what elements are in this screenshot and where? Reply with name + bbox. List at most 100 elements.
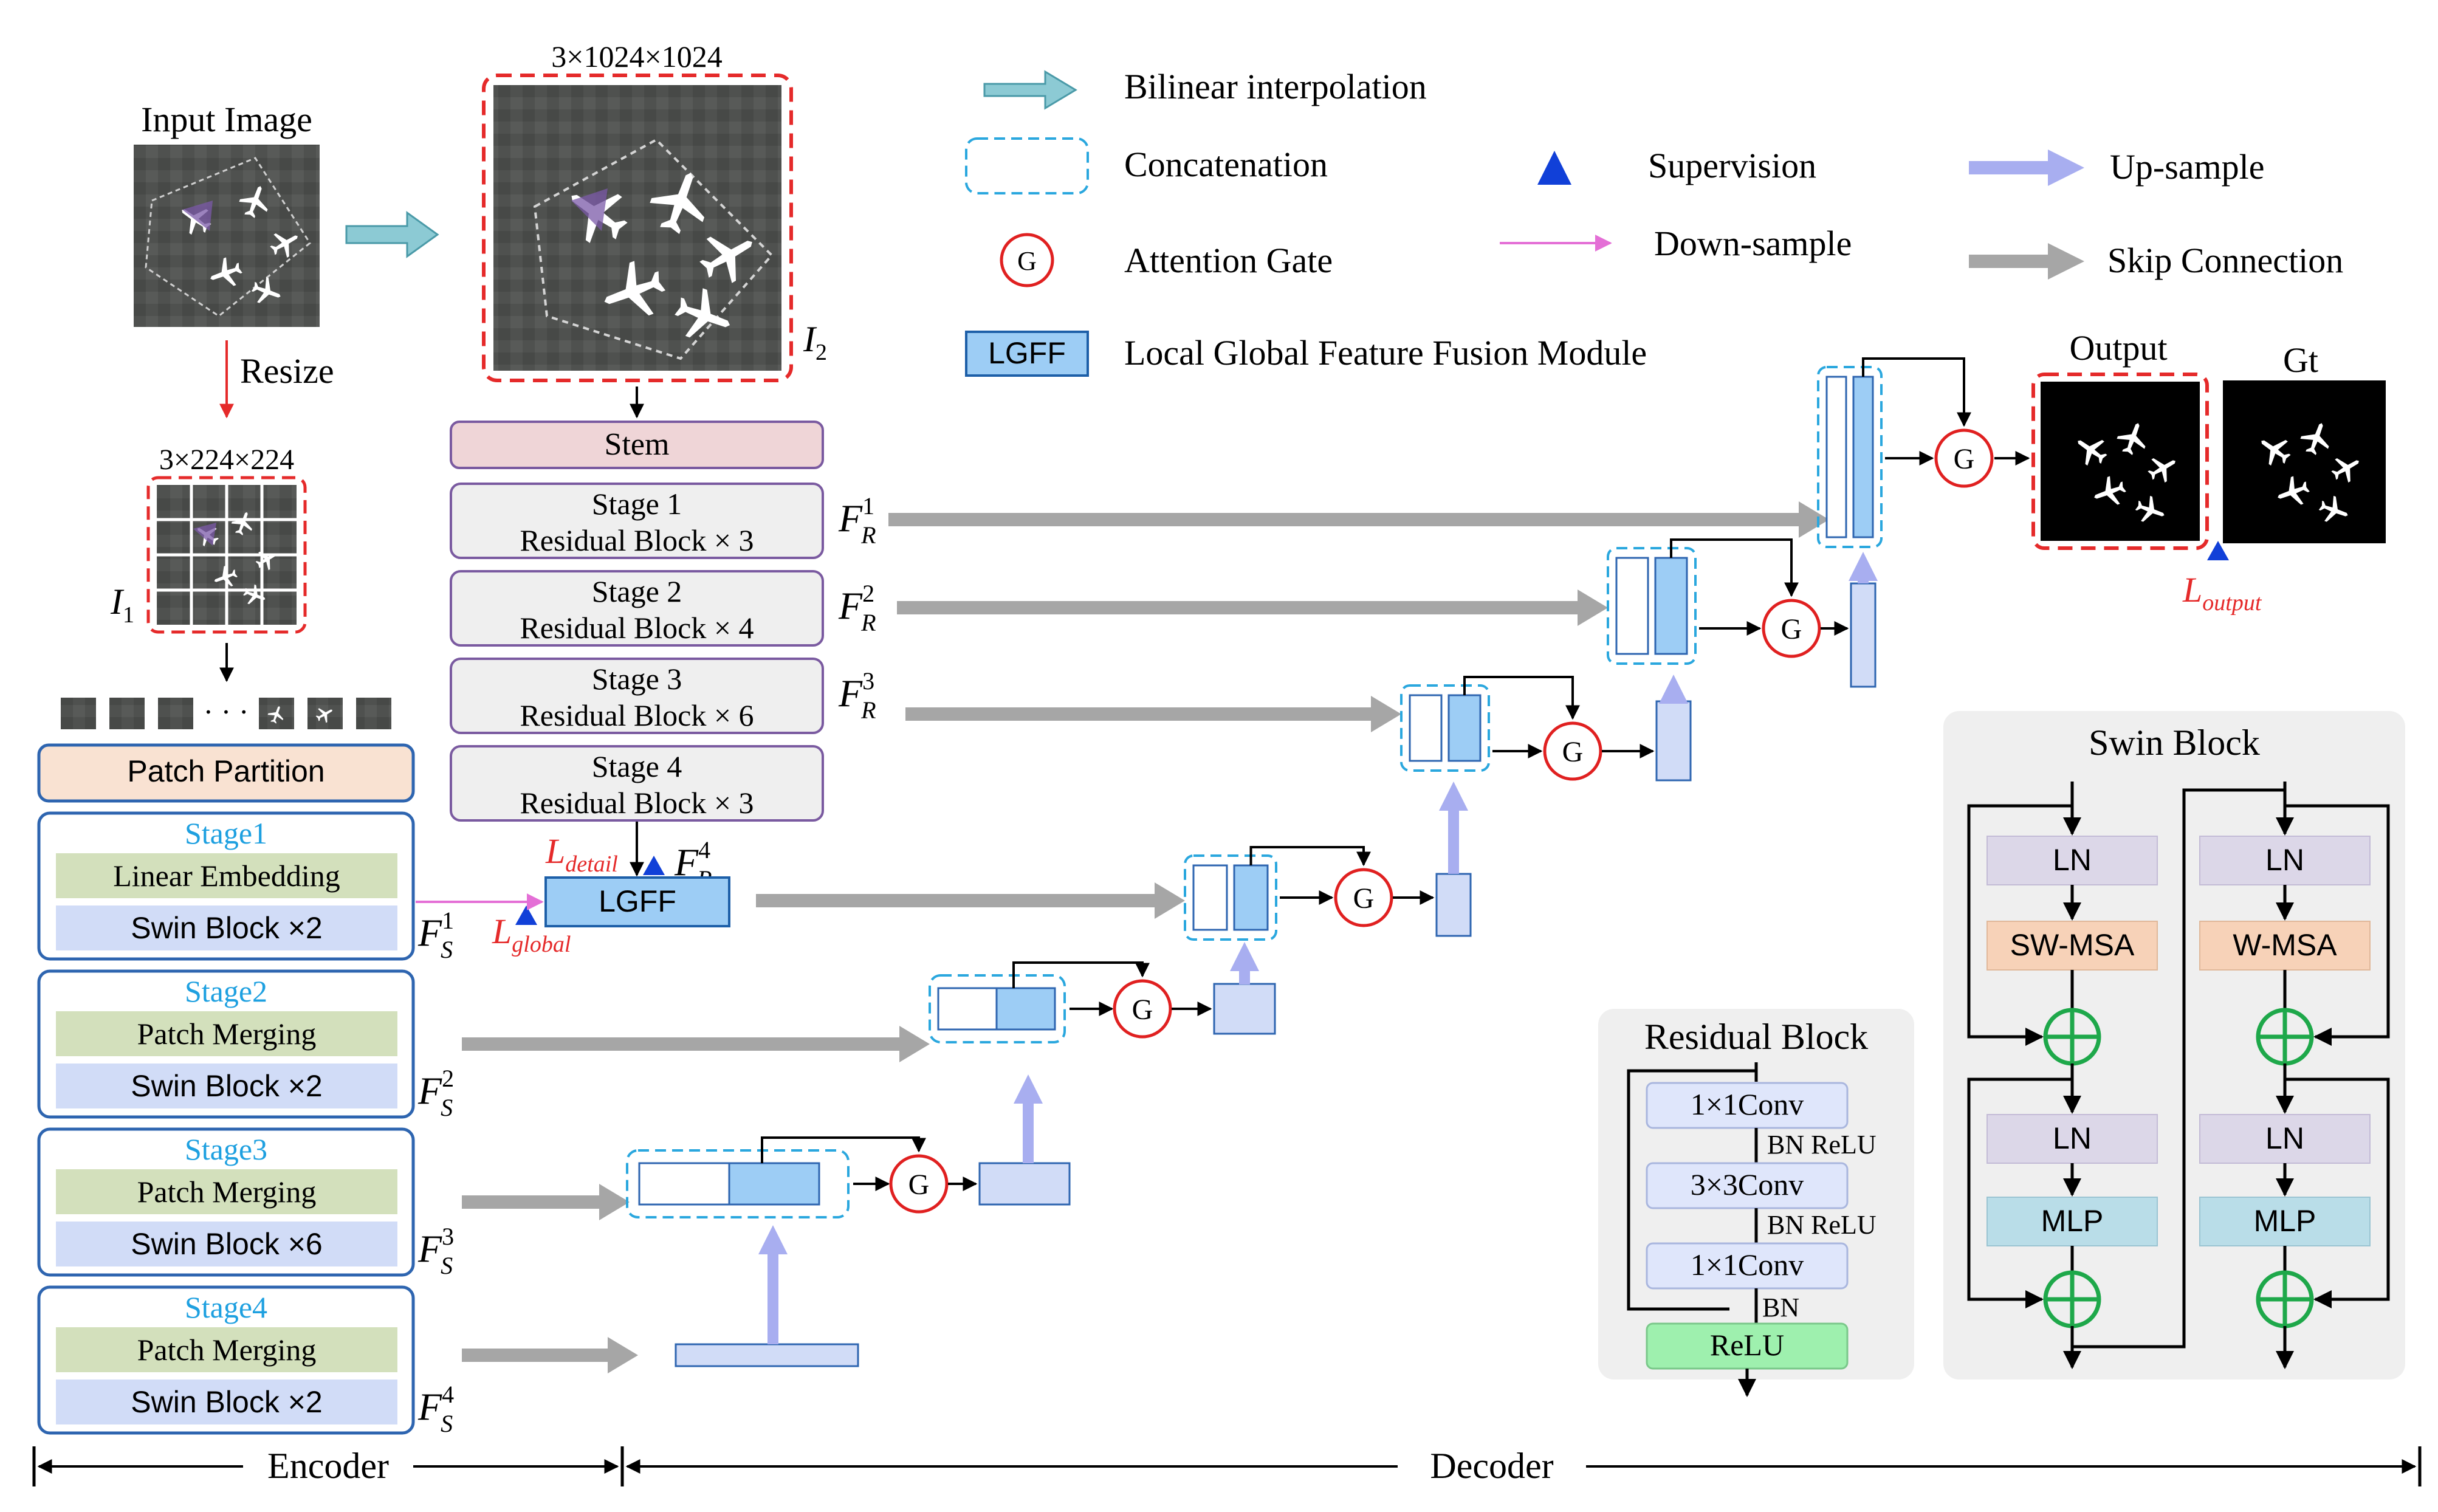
output-title: Output [2069, 328, 2167, 368]
level-2-right-feature [995, 987, 1056, 1031]
legend: Bilinear interpolation Concatenation G A… [965, 67, 2343, 377]
rb-conv2-box [1646, 1162, 1849, 1209]
w-ln2-box [2199, 1114, 2371, 1164]
label-part: 2 [862, 580, 874, 607]
w-res2 [2285, 1077, 2390, 1308]
label-part: F [838, 672, 863, 715]
level-2-output [1213, 983, 1276, 1035]
resnet-stage-3-name: Stage 3 [592, 662, 682, 696]
gt-title: Gt [2283, 340, 2318, 380]
level-6-right-feature [1852, 376, 1874, 538]
swin-column-link [2072, 788, 2285, 1349]
small-image-frame [146, 476, 307, 634]
legend-supervision-label: Supervision [1648, 146, 1816, 185]
label-part: F [417, 911, 442, 954]
output-mask [2041, 382, 2200, 541]
label-part: F [417, 1385, 442, 1428]
level-1-right-feature [728, 1162, 820, 1206]
level-6-gate-symbol: G [1954, 443, 1975, 475]
swin-stage-1-op: Linear Embedding [113, 859, 340, 893]
input-image [134, 145, 320, 327]
supervision-icon [1537, 151, 1571, 185]
rb-conv3-box [1646, 1242, 1849, 1290]
level-3-gate-link [1249, 846, 1371, 867]
swin-stage-4-name: Stage4 [185, 1290, 267, 1324]
skip-fs2-head [899, 1026, 930, 1062]
level-3-output [1435, 873, 1472, 937]
w-ln1-box [2199, 836, 2371, 885]
skip-fs4-head [608, 1337, 638, 1373]
loss-output: Loutput [2182, 570, 2262, 616]
supervision-global-marker [515, 905, 537, 925]
swin-stage-3-op-box [56, 1169, 397, 1214]
upsample-icon [1969, 149, 2084, 186]
big-image-dim: 3×1024×1024 [551, 40, 722, 74]
rb-act3-label: BN [1762, 1293, 1799, 1322]
swin-stage-2-block-box [56, 1064, 397, 1108]
label-part: R [860, 609, 876, 636]
level-5-gate-link [1670, 538, 1799, 597]
label-part: F [838, 497, 863, 540]
sw-ln2-box [1986, 1114, 2158, 1164]
level-6-gate [1934, 428, 1994, 488]
stem-box [450, 421, 824, 469]
level-3-gate [1334, 868, 1393, 927]
resize-label: Resize [240, 351, 334, 391]
swin-stage-3-block: Swin Block ×6 [131, 1227, 322, 1261]
level-6-concat [1817, 366, 1883, 548]
encoder-label: Encoder [267, 1446, 389, 1486]
concatenation-icon [965, 137, 1089, 194]
level-3-gate-symbol: G [1353, 882, 1375, 915]
level-2-gate-symbol: G [1132, 994, 1153, 1026]
label-part: F [417, 1069, 442, 1112]
rb-conv2-label: 3×3Conv [1691, 1167, 1804, 1201]
label-part: 1 [862, 492, 874, 520]
resnet-stage-4-box [450, 745, 824, 822]
up-arrow-level-2-head [1230, 942, 1259, 971]
skip-fs3-head [599, 1184, 630, 1220]
swin-stage-4-op-box [56, 1327, 397, 1372]
rb-conv3-label: 1×1Conv [1691, 1248, 1804, 1282]
level-4-gate-link [1463, 676, 1580, 720]
up-arrow-level-5-head [1849, 552, 1878, 581]
legend-bilinear-label: Bilinear interpolation [1124, 67, 1427, 106]
sw-ln1-box [1986, 836, 2158, 885]
skip-connection-icon [1969, 243, 2084, 280]
level-6-left-feature [1825, 376, 1847, 538]
legend-gate-label: Attention Gate [1124, 241, 1333, 280]
level-2-left-feature [937, 987, 998, 1031]
w-res1 [2285, 804, 2390, 1046]
patch-partition-label: Patch Partition [127, 754, 324, 788]
swin-stage-3-op: Patch Merging [137, 1175, 317, 1209]
up-arrow-bottleneck-head [758, 1225, 788, 1254]
up-arrow-level-3-head [1439, 782, 1468, 811]
bottleneck-bar [675, 1343, 859, 1367]
level-5-gate [1762, 599, 1821, 658]
label-part: S [441, 1094, 453, 1121]
encoder-decoder-axis: Encoder Decoder [32, 1446, 2422, 1486]
swin-stage-4-block: Swin Block ×2 [131, 1385, 322, 1419]
rb-conv1-box [1646, 1082, 1849, 1129]
patch-tokens [61, 698, 391, 729]
sw-res1 [1967, 804, 2072, 1046]
skip-fr3-head [1371, 696, 1401, 732]
small-patch-grid-image [157, 485, 297, 625]
sw-mlp-label: MLP [2041, 1204, 2104, 1238]
resnet-stage-1-name: Stage 1 [592, 487, 682, 521]
small-image-label: I1 [110, 582, 134, 628]
stem-label: Stem [605, 427, 670, 462]
legend-skip-label: Skip Connection [2107, 241, 2343, 280]
label-part: 3 [442, 1223, 454, 1250]
skip-lgff-head [1155, 882, 1185, 919]
lgff-module-label: LGFF [599, 884, 676, 918]
input-image-title: Input Image [141, 100, 312, 139]
label-part: F [417, 1227, 442, 1270]
level-5-gate-symbol: G [1781, 613, 1802, 645]
legend-lgff-box-label: LGFF [988, 336, 1066, 370]
swin-stage-4-block-box [56, 1380, 397, 1424]
legend-downsample-label: Down-sample [1654, 224, 1852, 263]
swin-stage-3-name: Stage3 [185, 1132, 267, 1166]
big-image-frame [482, 74, 793, 382]
